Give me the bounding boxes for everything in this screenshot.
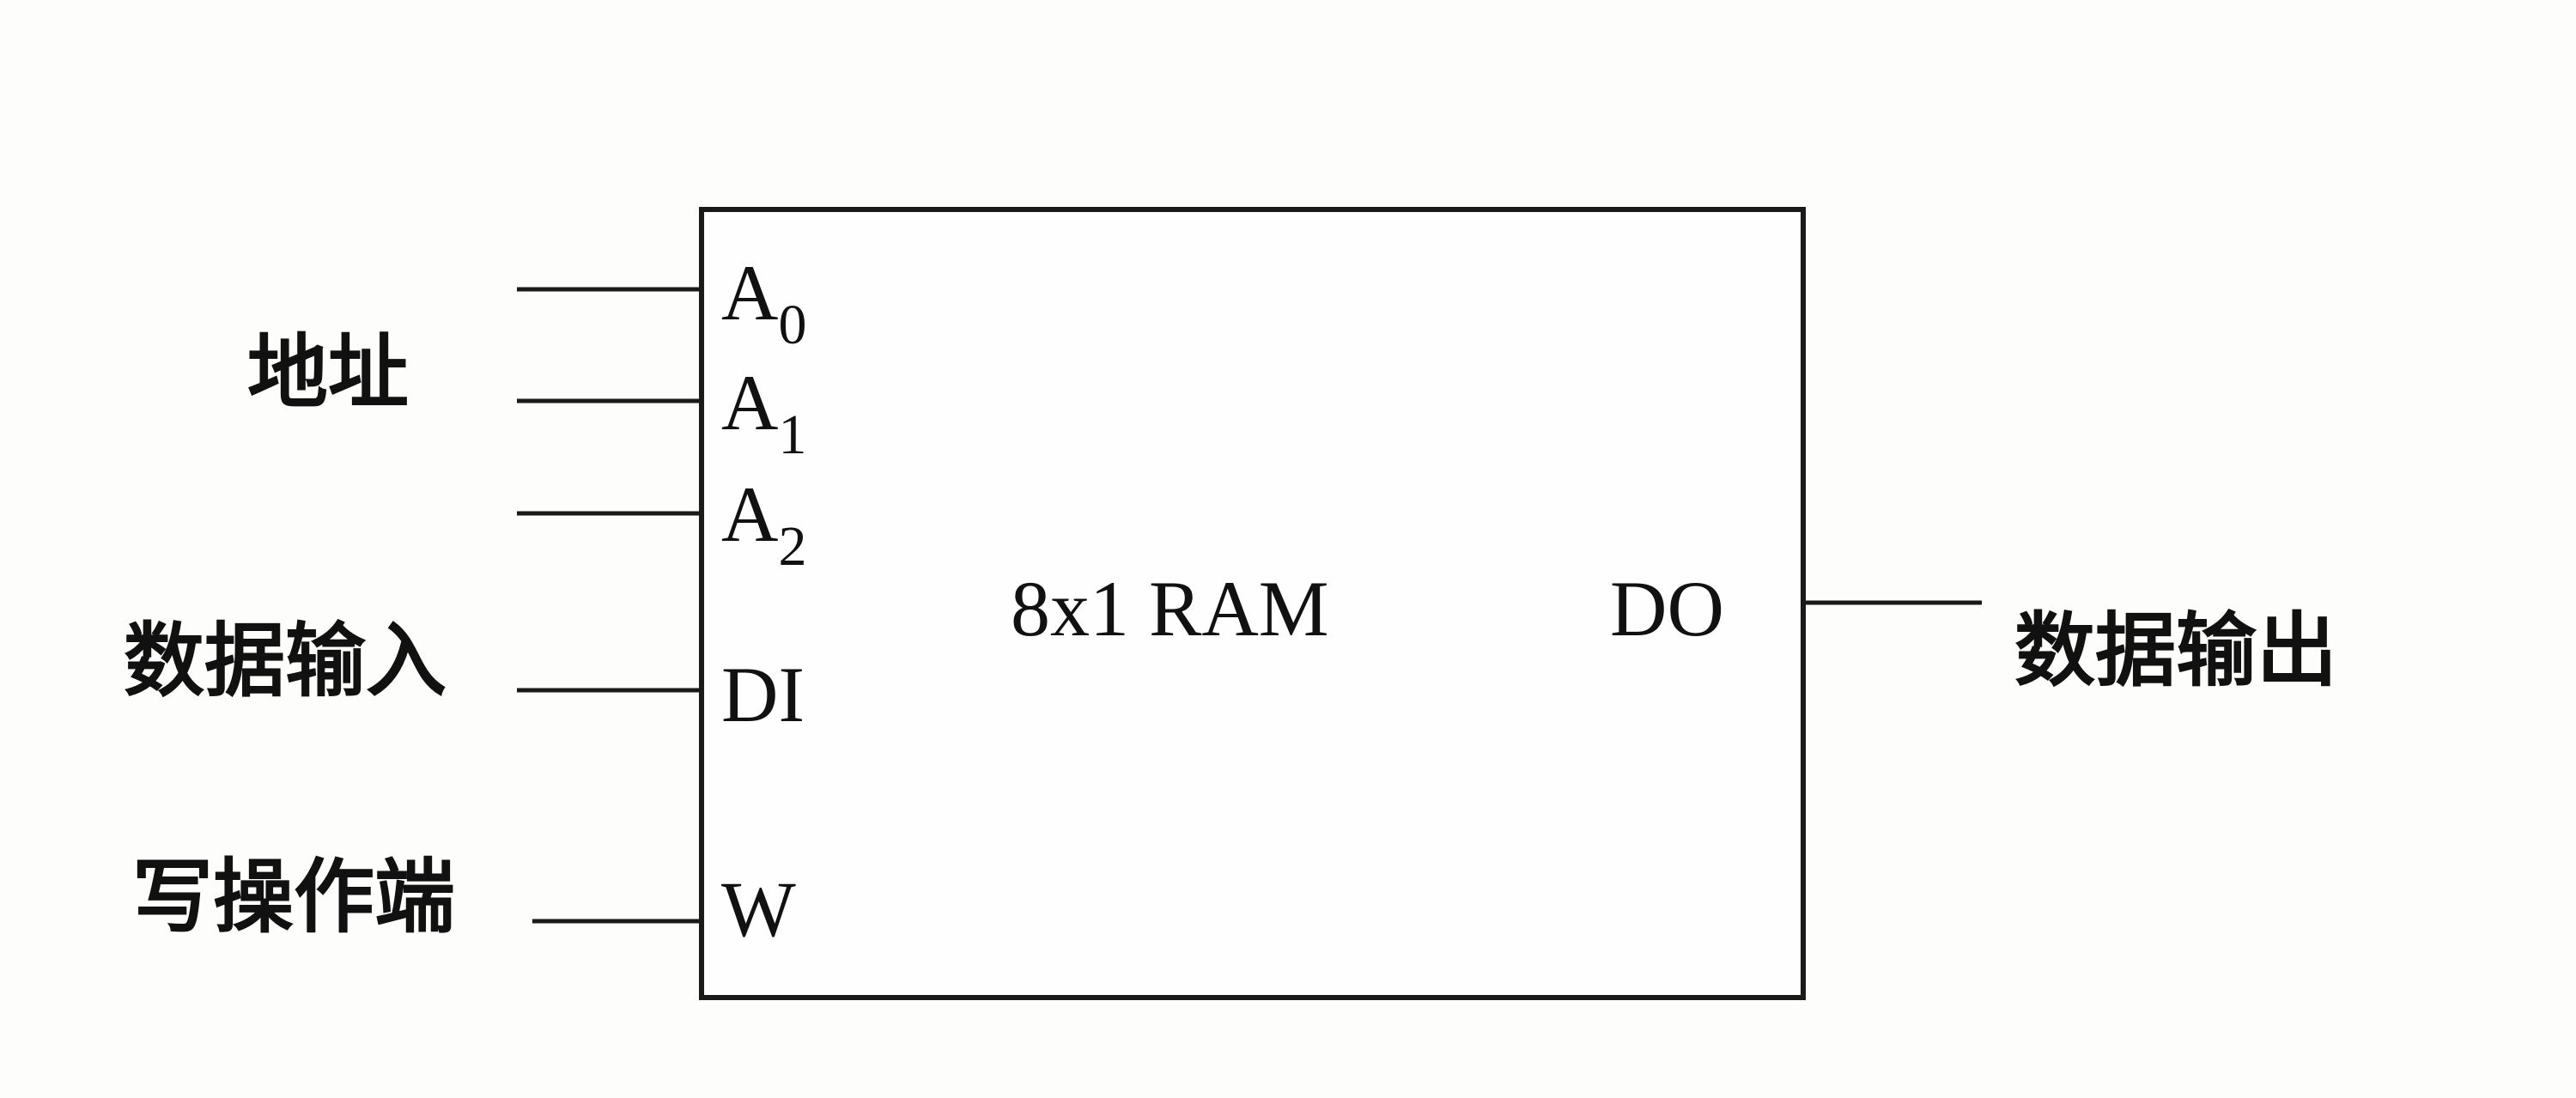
pin-a0: A0 bbox=[721, 249, 806, 356]
label-write-enable: 写操作端 bbox=[132, 851, 455, 944]
block-title: 8x1 RAM bbox=[1011, 565, 1329, 652]
pin-do: DO bbox=[1610, 565, 1724, 652]
label-data-in: 数据输入 bbox=[124, 615, 447, 708]
label-address: 地址 bbox=[247, 326, 409, 420]
ram-block bbox=[699, 207, 1806, 1000]
label-data-out: 数据输出 bbox=[2014, 604, 2337, 698]
pin-a2: A2 bbox=[721, 470, 806, 578]
pin-a1: A1 bbox=[721, 359, 806, 466]
pin-w: W bbox=[721, 865, 796, 953]
pin-di: DI bbox=[721, 651, 805, 738]
